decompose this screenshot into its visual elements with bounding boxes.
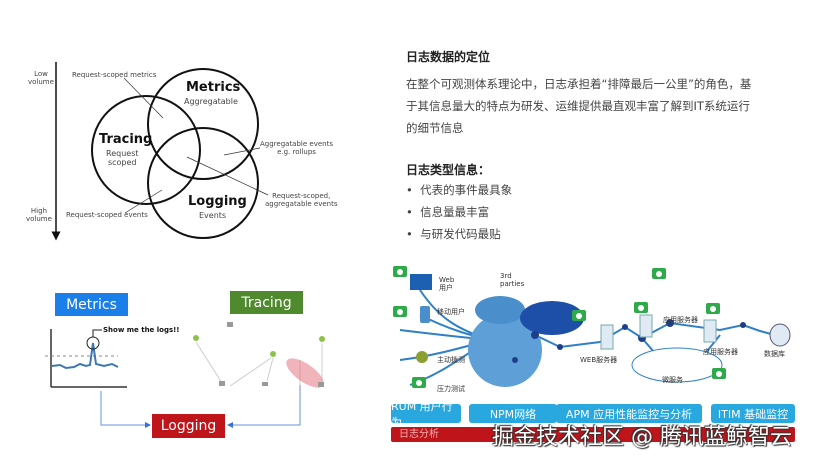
annotation-request-scoped-events: Request-scoped events	[66, 211, 148, 219]
web-server-icon	[600, 324, 614, 350]
monitor-icon	[393, 306, 407, 317]
heading-log-types: 日志类型信息：	[406, 163, 491, 177]
high-volume-label: High volume	[26, 207, 52, 223]
log-analysis-bar: 日志分析	[391, 427, 795, 442]
globe-icon	[468, 313, 542, 387]
tracing-label: Tracing	[230, 291, 303, 314]
app-server-icon	[703, 319, 717, 343]
trace-highlight	[286, 358, 324, 388]
annotation-lines	[123, 77, 269, 214]
mobile-user-label: 移动用户	[437, 308, 465, 316]
cloud-icon	[475, 296, 525, 324]
heading-log-positioning: 日志数据的定位	[406, 50, 491, 64]
database-label: 数据库	[764, 350, 785, 358]
metrics-spike-line	[51, 342, 119, 370]
web-user-icon	[410, 274, 432, 290]
list-item: • 与研发代码最贴	[406, 227, 501, 241]
logging-subtitle: Events	[199, 211, 227, 220]
itim-bar: ITIM 基础监控	[711, 404, 795, 423]
venn-diagram	[51, 62, 269, 241]
microservice-label: 微服务	[662, 376, 683, 384]
npm-bar: NPM网络	[469, 404, 557, 423]
monitor-icon	[412, 377, 426, 388]
app-server-label: 应用服务器	[663, 316, 698, 324]
monitor-icon	[712, 368, 726, 379]
microservice-cloud-icon	[631, 347, 723, 383]
database-icon	[769, 323, 791, 347]
mobile-icon	[420, 306, 430, 323]
rum-bar: RUM 用户行为	[391, 400, 461, 429]
low-volume-label: Low volume	[28, 70, 54, 86]
logging-title: Logging	[188, 194, 247, 209]
tracing-title: Tracing	[99, 132, 153, 147]
cloud-icon	[520, 301, 584, 335]
monitor-icon	[572, 310, 586, 321]
web-user-label: Web用户	[439, 276, 455, 292]
metrics-subtitle: Aggregatable	[184, 97, 238, 106]
log-positioning-paragraph: 在整个可观测体系理论中，日志承担着“排障最后一公里”的角色，基于其信息量大的特点…	[406, 77, 752, 135]
monitor-icon	[634, 302, 648, 313]
web-server-label: WEB服务器	[580, 356, 618, 364]
annotation-aggregatable-events: Aggregatable events e.g. rollups	[260, 140, 333, 156]
monitor-icon	[706, 303, 720, 314]
monitor-icon	[652, 268, 666, 279]
list-item: • 代表的事件最具象	[406, 183, 513, 197]
watermark: 掘金技术社区 @ 腾讯蓝鲸智云	[492, 425, 792, 450]
log-types-list: • 代表的事件最具象 • 信息量最丰富 • 与研发代码最贴	[406, 179, 512, 245]
metrics-title: Metrics	[186, 80, 241, 95]
third-parties-label: 3rd parties	[500, 272, 525, 288]
stress-test-label: 压力测试	[437, 385, 465, 393]
app-server-icon	[639, 314, 653, 338]
logging-circle	[147, 127, 259, 239]
metrics-circle	[147, 68, 259, 180]
list-item: • 信息量最丰富	[406, 205, 490, 219]
metrics-label: Metrics	[55, 293, 128, 316]
annotation-request-scoped-metrics: Request-scoped metrics	[72, 71, 157, 79]
robot-icon	[416, 351, 428, 363]
tracing-circle	[91, 95, 201, 205]
app-server-label: 应用服务器	[703, 348, 738, 356]
apm-bar: APM 应用性能监控与分析	[556, 404, 702, 423]
show-logs-callout: Show me the logs!!	[103, 326, 180, 334]
network-diagram	[399, 274, 791, 387]
active-probe-label: 主动拨测	[437, 356, 465, 364]
tracing-subtitle: Request scoped	[106, 149, 139, 167]
logging-label: Logging	[152, 414, 225, 438]
monitor-icon	[393, 266, 407, 277]
trace-graph-edges	[195, 341, 323, 387]
annotation-request-scoped-aggregatable: Request-scoped, aggregatable events	[265, 192, 338, 208]
